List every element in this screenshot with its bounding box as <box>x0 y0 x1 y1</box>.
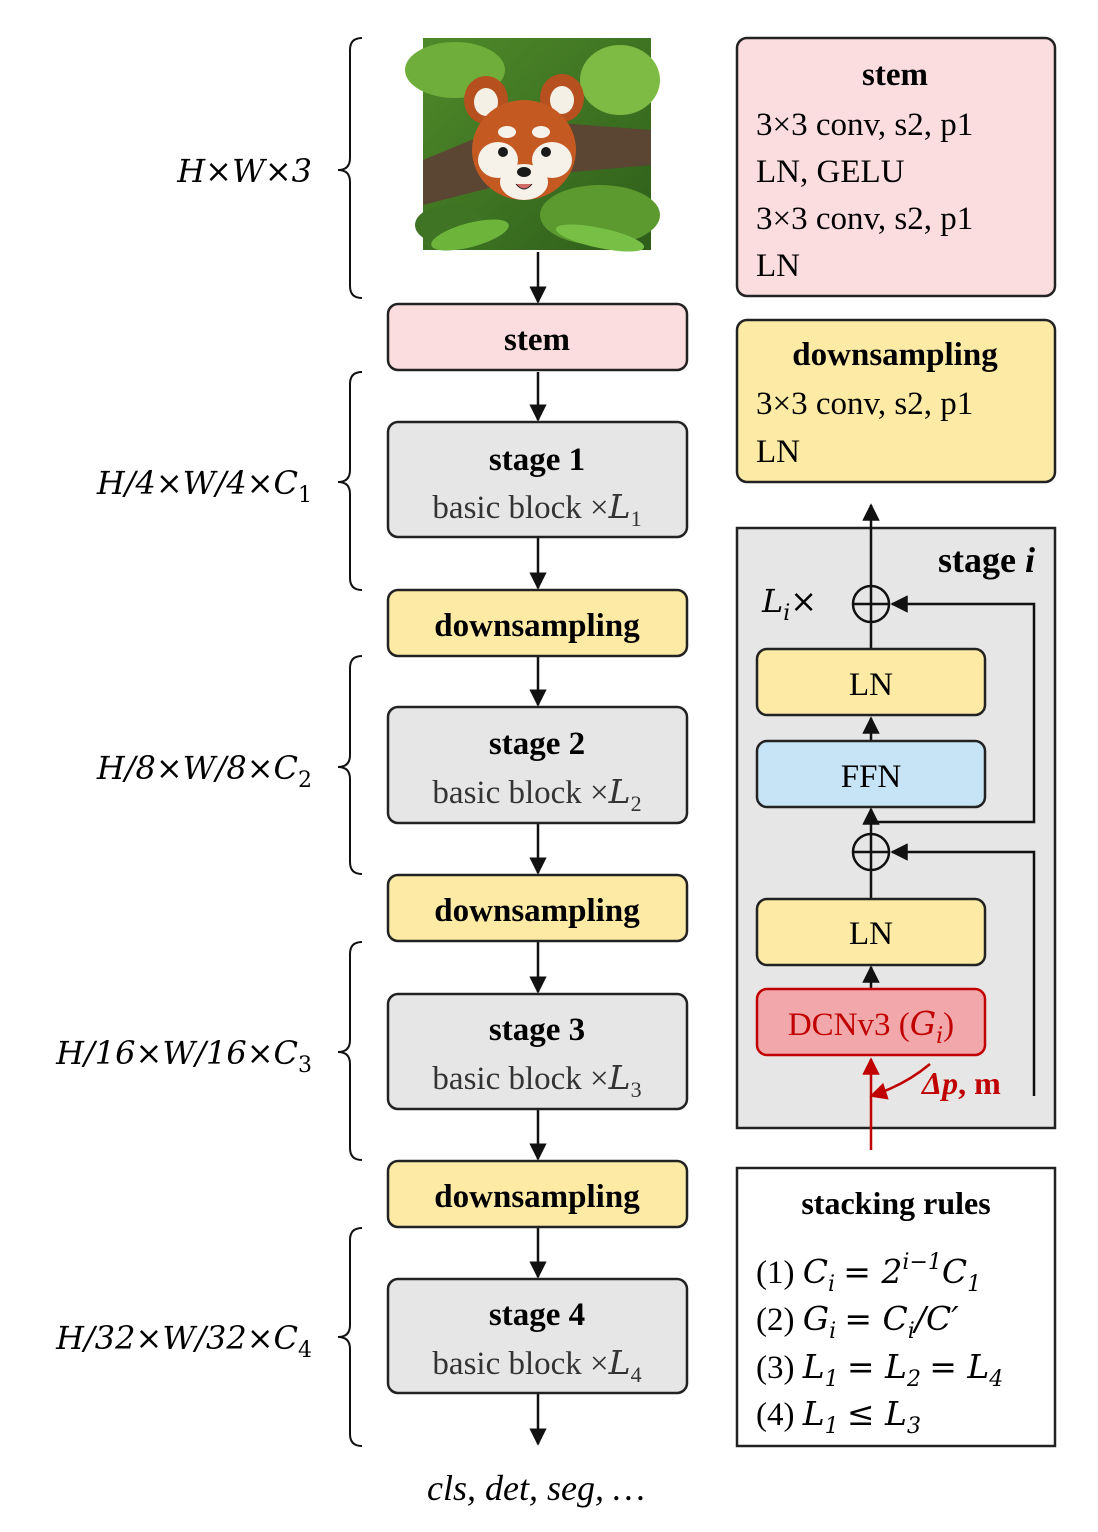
resolution-stage-4: H/32×W/32×C4 <box>55 1319 312 1363</box>
stage-4-block: stage 4 basic block ×L4 <box>386 1277 689 1395</box>
resolution-stage-2: H/8×W/8×C2 <box>96 749 312 793</box>
stacking-rule-3: (3) L1 = L2 = L4 <box>756 1347 1003 1394</box>
svg-text:LN, GELU: LN, GELU <box>756 154 905 190</box>
ln-block-lower: LN <box>755 897 987 967</box>
resolution-stage-3: H/16×W/16×C3 <box>55 1034 312 1078</box>
stem-block: stem <box>386 302 689 372</box>
svg-text:3×3 conv, s2, p1: 3×3 conv, s2, p1 <box>756 386 973 422</box>
svg-text:3×3 conv, s2, p1: 3×3 conv, s2, p1 <box>756 107 973 143</box>
downsampling-block-2: downsampling <box>386 873 689 943</box>
svg-text:LN: LN <box>756 434 800 470</box>
downsampling-detail-box: downsampling 3×3 conv, s2, p1 LN <box>735 318 1057 484</box>
stacking-rule-2: (2) Gi = Ci/C′ <box>756 1299 959 1346</box>
svg-text:stage 4: stage 4 <box>489 1297 585 1333</box>
svg-text:LN: LN <box>756 248 800 284</box>
svg-text:LN: LN <box>849 667 893 703</box>
brace-input <box>337 37 363 299</box>
brace-stage-1 <box>337 371 363 591</box>
svg-text:stacking rules: stacking rules <box>801 1185 990 1221</box>
stage-i-detail-box: stage i Li× LN <box>735 503 1057 1150</box>
repeat-count-label: Li× <box>761 582 817 626</box>
stacking-rules-box: stacking rules (1) Ci = 2i−1C1 (2) Gi = … <box>735 1166 1057 1448</box>
svg-text:stage 2: stage 2 <box>489 726 585 762</box>
residual-add-icon <box>851 584 891 624</box>
downsampling-block-1: downsampling <box>386 588 689 658</box>
stacking-rule-4: (4) L1 ≤ L3 <box>756 1394 921 1441</box>
svg-text:DCNv3 (Gi): DCNv3 (Gi) <box>788 1004 954 1049</box>
svg-text:downsampling: downsampling <box>434 608 640 644</box>
downsampling-block-3: downsampling <box>386 1159 689 1229</box>
svg-text:basic block ×L4: basic block ×L4 <box>432 1343 641 1387</box>
svg-text:stage 1: stage 1 <box>489 442 585 478</box>
residual-add-icon <box>851 832 891 872</box>
svg-text:stem: stem <box>504 322 570 358</box>
svg-text:3×3 conv, s2, p1: 3×3 conv, s2, p1 <box>756 201 973 237</box>
brace-stage-4 <box>337 1227 363 1447</box>
svg-text:basic block ×L1: basic block ×L1 <box>432 487 641 531</box>
stem-detail-box: stem 3×3 conv, s2, p1 LN, GELU 3×3 conv,… <box>735 36 1057 298</box>
stage-1-block: stage 1 basic block ×L1 <box>386 420 689 539</box>
svg-text:stage 3: stage 3 <box>489 1012 585 1048</box>
svg-text:downsampling: downsampling <box>434 893 640 929</box>
svg-text:downsampling: downsampling <box>434 1179 640 1215</box>
svg-text:LN: LN <box>849 916 893 952</box>
output-tasks-label: cls, det, seg, … <box>427 1468 645 1508</box>
resolution-stage-1: H/4×W/4×C1 <box>96 464 312 508</box>
resolution-input: H×W×3 <box>176 152 312 190</box>
stage-3-block: stage 3 basic block ×L3 <box>386 992 689 1111</box>
svg-text:stem: stem <box>862 57 928 93</box>
ffn-block: FFN <box>755 739 987 809</box>
stage-2-block: stage 2 basic block ×L2 <box>386 705 689 825</box>
offset-mask-label: Δp, m <box>920 1065 1001 1101</box>
dcnv3-block: DCNv3 (Gi) <box>755 987 987 1057</box>
svg-text:stage i: stage i <box>938 540 1035 580</box>
red-panda-photo-icon <box>405 38 660 252</box>
brace-stage-3 <box>337 941 363 1161</box>
ln-block-upper: LN <box>755 647 987 717</box>
brace-stage-2 <box>337 655 363 875</box>
svg-text:basic block ×L3: basic block ×L3 <box>432 1058 641 1102</box>
stacking-rule-1: (1) Ci = 2i−1C1 <box>756 1250 981 1299</box>
svg-text:downsampling: downsampling <box>792 337 998 373</box>
svg-text:FFN: FFN <box>841 759 902 795</box>
resolution-braces <box>337 37 363 1447</box>
svg-text:basic block ×L2: basic block ×L2 <box>432 772 641 816</box>
